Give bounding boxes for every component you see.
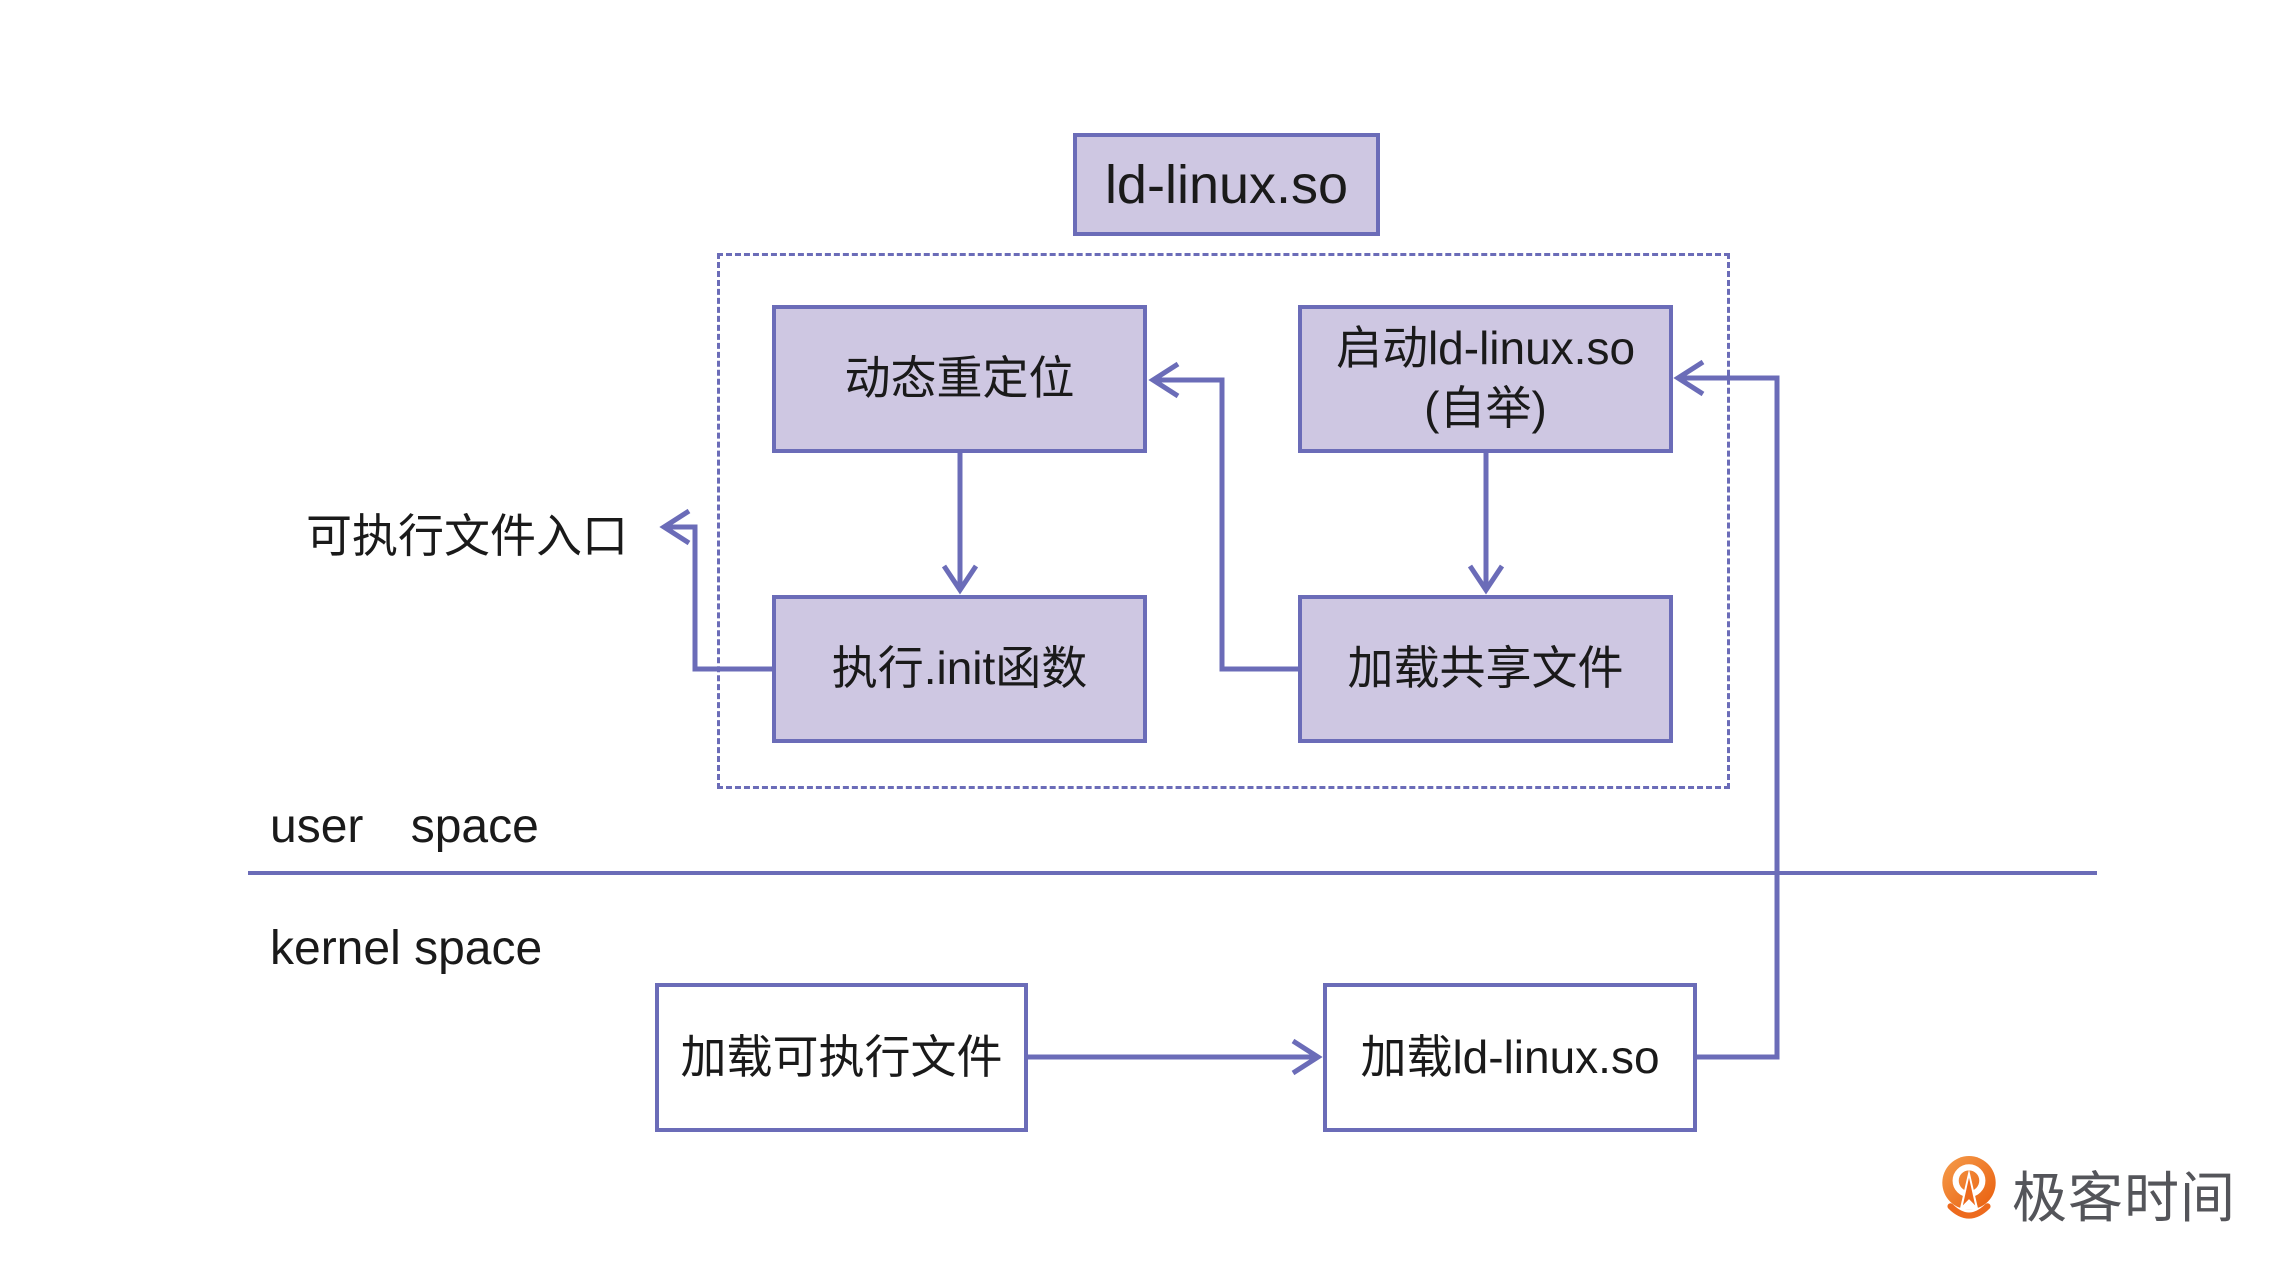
arrowhead-left-relocation (1148, 361, 1180, 399)
node-load-executable: 加载可执行文件 (655, 983, 1028, 1132)
node-load-shared-files: 加载共享文件 (1298, 595, 1673, 743)
arrowhead-left-bootstrap (1673, 359, 1705, 397)
connector-loadshared-to-relocation (1157, 377, 1298, 672)
node-load-executable-label: 加载可执行文件 (680, 1030, 1003, 1083)
arrowhead-down-init (941, 564, 979, 595)
node-dynamic-relocation: 动态重定位 (772, 305, 1147, 453)
node-exec-init: 执行.init函数 (772, 595, 1147, 743)
node-bootstrap-ld-linux: 启动ld-linux.so (自举) (1298, 305, 1673, 453)
ld-linux-title-label: ld-linux.so (1104, 154, 1349, 215)
node-exec-init-label: 执行.init函数 (831, 642, 1088, 695)
logo-arrow (1962, 1177, 1976, 1206)
node-bootstrap-line1: 启动ld-linux.so (1335, 322, 1636, 375)
node-load-ld-linux-label: 加载ld-linux.so (1360, 1030, 1660, 1083)
arrowhead-right-loadld (1291, 1038, 1323, 1076)
arrowhead-left-entry (659, 508, 691, 546)
connector-init-to-entry (668, 524, 772, 672)
arrowhead-down-loadshared (1467, 564, 1505, 595)
ld-linux-title-box: ld-linux.so (1073, 133, 1380, 236)
node-dynamic-relocation-label: 动态重定位 (844, 352, 1075, 405)
ld-linux-dashed-frame (717, 253, 1730, 789)
geektime-brand: 极客时间 (1938, 1153, 2236, 1233)
logo-smile-arc (1947, 1203, 1991, 1219)
node-load-shared-files-label: 加载共享文件 (1347, 642, 1624, 695)
geektime-logo-text: 极客时间 (2012, 1167, 2237, 1229)
node-bootstrap-line2: (自举) (1424, 382, 1547, 434)
user-space-label: user space (270, 800, 539, 853)
node-load-ld-linux: 加载ld-linux.so (1323, 983, 1697, 1132)
kernel-space-label: kernel space (270, 922, 543, 975)
executable-entry-label: 可执行文件入口 (306, 510, 628, 562)
geektime-logo-icon (1942, 1156, 1996, 1219)
